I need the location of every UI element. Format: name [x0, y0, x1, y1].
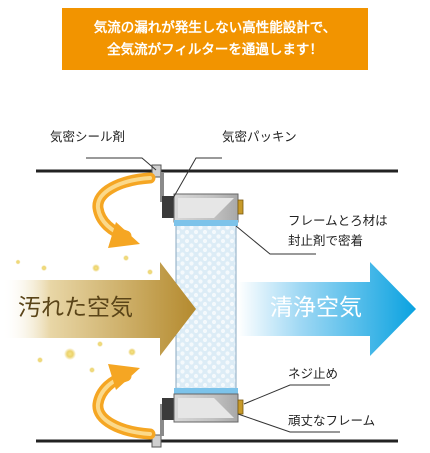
- dirty-air-text: 汚れた空気: [18, 295, 133, 321]
- label-frame-media-line-1: フレームとろ材は: [288, 213, 388, 228]
- leader-sealant: [86, 157, 157, 171]
- top-screw-icon: [237, 199, 244, 215]
- bottom-screw-icon: [237, 399, 244, 415]
- gasket-bottom: [162, 398, 174, 420]
- label-sealant: 気密シール剤: [50, 129, 126, 144]
- gasket-top: [162, 196, 174, 218]
- bottom-flow-loop-icon: [92, 370, 156, 440]
- label-gasket: 気密パッキン: [222, 129, 297, 144]
- leader-frame-media: [235, 225, 316, 255]
- headline-line-2: 全気流がフィルターを通過します！: [107, 42, 323, 58]
- headline-line-1: 気流の漏れが発生しない高性能設計で、: [93, 20, 337, 36]
- bottom-flange: [151, 434, 162, 448]
- headline-banner: 気流の漏れが発生しない高性能設計で、 全気流がフィルターを通過します！: [62, 8, 368, 70]
- label-sturdy-frame: 頑丈なフレーム: [288, 413, 376, 428]
- dirty-air-arrow: [2, 262, 196, 356]
- sealant-strip-top: [174, 220, 238, 226]
- clean-air-arrow: [238, 262, 416, 356]
- sealant-strip-bottom: [174, 388, 238, 394]
- top-flow-loop-icon: [92, 172, 156, 242]
- top-flange: [151, 164, 162, 178]
- dust-particles-icon: [15, 255, 153, 373]
- leader-sturdy-frame: [237, 413, 340, 433]
- leader-gasket: [171, 157, 222, 201]
- label-frame-media-line-2: 封止剤で密着: [288, 233, 364, 248]
- leader-screw: [243, 384, 330, 405]
- clean-air-text: 清浄空気: [270, 295, 362, 321]
- label-screw: ネジ止め: [288, 366, 339, 381]
- top-bracket: [160, 172, 164, 202]
